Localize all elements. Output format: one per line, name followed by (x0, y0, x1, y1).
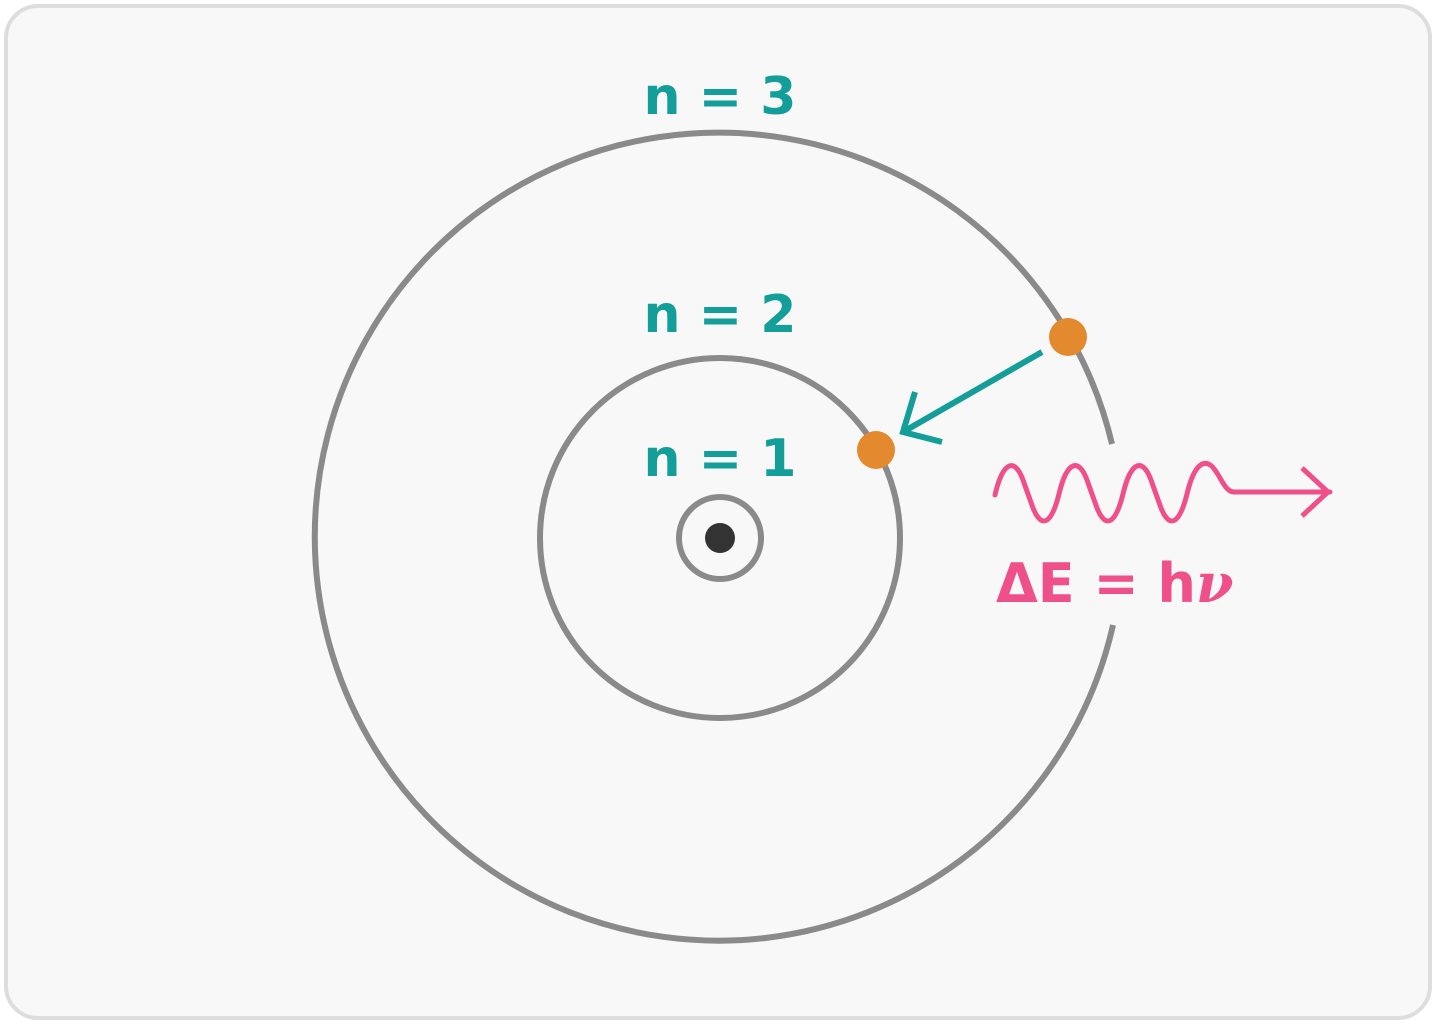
photon-energy-equation: ΔE = hν (996, 551, 1233, 615)
orbit-n1 (676, 494, 764, 582)
orbit-n2 (537, 355, 903, 721)
level-label-n2: n = 2 (644, 285, 797, 345)
level-label-n3: n = 3 (644, 67, 797, 127)
electron-n3 (1049, 318, 1087, 356)
photon-wave (992, 460, 1333, 524)
photon-arrowhead (1300, 466, 1332, 518)
diagram-card (4, 4, 1432, 1020)
nucleus (705, 523, 735, 553)
equation-prefix: ΔE = h (996, 552, 1196, 615)
orbit-n3 (311, 129, 1116, 944)
level-label-n1: n = 1 (644, 429, 797, 489)
equation-nu-symbol: ν (1196, 551, 1233, 615)
electron-n2 (857, 431, 895, 469)
transition-arrow (899, 349, 1044, 445)
